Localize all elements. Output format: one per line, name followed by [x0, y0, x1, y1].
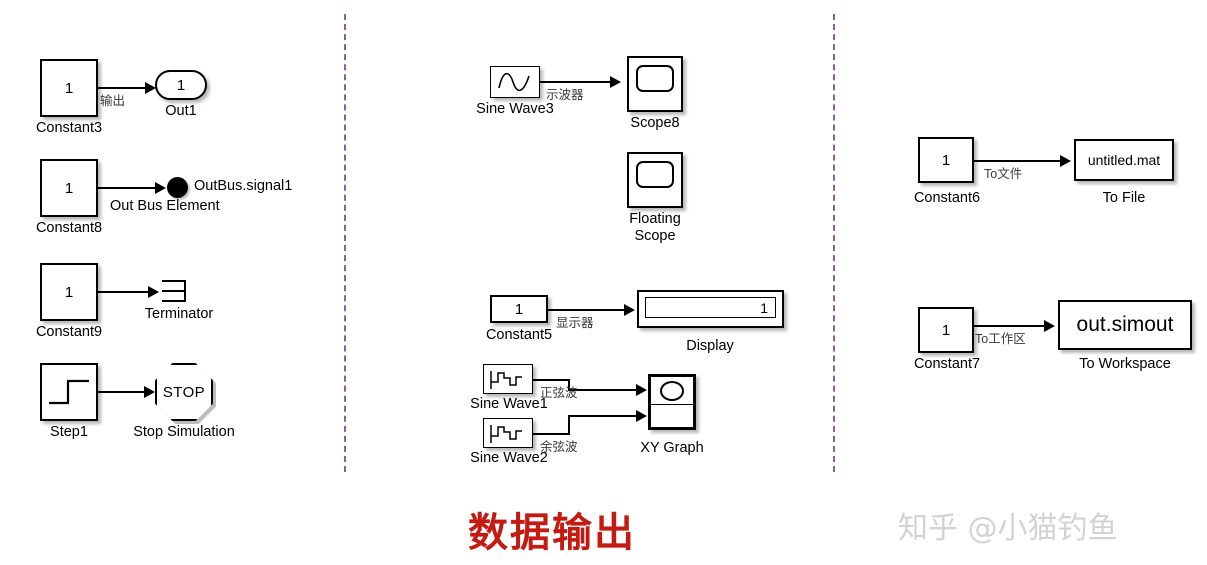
signal-label-sine: 正弦波: [540, 386, 578, 400]
block-to-workspace[interactable]: out.simout: [1058, 300, 1192, 350]
block-sine-wave2-caption: Sine Wave2: [470, 450, 548, 466]
signal-label-to-file: To文件: [984, 167, 1023, 181]
stop-label: STOP: [162, 383, 206, 401]
block-floating-scope[interactable]: [627, 152, 683, 208]
wire-constant9-to-terminator: [98, 291, 150, 293]
terminator-icon-middle: [162, 290, 186, 292]
signal-label-output: 输出: [100, 94, 126, 108]
block-stop-simulation-caption: Stop Simulation: [133, 424, 235, 440]
arrow-constant6-to-tofile: [1060, 155, 1071, 167]
constant9-value: 1: [64, 283, 74, 301]
arrow-sinewave1-to-xygraph: [636, 384, 647, 396]
watermark: 知乎 @小猫钓鱼: [898, 511, 1118, 546]
block-constant3[interactable]: 1: [40, 59, 98, 117]
block-step1-caption: Step1: [50, 424, 88, 440]
block-to-file[interactable]: untitled.mat: [1074, 139, 1174, 181]
constant7-value: 1: [941, 321, 951, 339]
block-constant5[interactable]: 1: [490, 295, 548, 323]
wire-sinewave1-seg3: [568, 389, 638, 391]
block-constant3-caption: Constant3: [35, 120, 103, 136]
arrow-step1-to-stop: [144, 386, 155, 398]
constant5-value: 1: [514, 300, 524, 318]
block-display[interactable]: 1: [637, 290, 784, 328]
constant3-value: 1: [64, 79, 74, 97]
terminator-icon[interactable]: [162, 280, 186, 302]
wire-sinewave2-seg2: [568, 415, 570, 434]
block-constant8[interactable]: 1: [40, 159, 98, 217]
xy-graph-icon: [651, 377, 693, 405]
out1-value: 1: [176, 76, 186, 94]
signal-label-to-workspace: To工作区: [975, 332, 1026, 346]
to-file-value: untitled.mat: [1087, 152, 1161, 168]
column-divider-left: [344, 14, 346, 472]
block-sine-wave3[interactable]: [490, 66, 540, 98]
block-xy-graph-caption: XY Graph: [640, 440, 704, 456]
wire-sinewave2-seg1: [533, 433, 570, 435]
block-to-file-caption: To File: [1102, 190, 1146, 206]
block-sine-wave3-caption: Sine Wave3: [476, 101, 554, 117]
discrete-sine-icon: [490, 371, 522, 389]
block-constant9[interactable]: 1: [40, 263, 98, 321]
wire-constant6-to-tofile: [974, 160, 1062, 162]
page-title: 数据输出: [468, 509, 636, 556]
filled-circle-icon[interactable]: [167, 177, 188, 198]
block-sine-wave1[interactable]: [483, 364, 533, 394]
block-constant7[interactable]: 1: [918, 307, 974, 353]
block-terminator-caption: Terminator: [144, 306, 214, 322]
block-constant9-caption: Constant9: [35, 324, 103, 340]
constant6-value: 1: [941, 151, 951, 169]
block-xy-graph[interactable]: [648, 374, 696, 430]
block-constant5-caption: Constant5: [485, 327, 553, 343]
block-constant6[interactable]: 1: [918, 137, 974, 183]
signal-label-cosine: 余弦波: [540, 440, 578, 454]
arrow-sinewave3-to-scope8: [610, 76, 621, 88]
block-constant7-caption: Constant7: [913, 356, 981, 372]
block-step1[interactable]: [40, 363, 98, 421]
block-floating-scope-caption: Floating Scope: [629, 211, 681, 244]
signal-label-display: 显示器: [556, 316, 594, 330]
block-sine-wave1-caption: Sine Wave1: [470, 396, 548, 412]
wire-sinewave1-seg2: [568, 379, 570, 390]
wire-step1-to-stop: [98, 391, 146, 393]
arrow-constant5-to-display: [624, 304, 635, 316]
column-divider-right: [833, 14, 835, 472]
discrete-cosine-icon: [490, 425, 522, 443]
block-scope8-caption: Scope8: [630, 115, 680, 131]
block-out1-caption: Out1: [165, 103, 197, 119]
arrow-constant3-to-out1: [145, 82, 156, 94]
wire-constant8-to-busElement: [98, 187, 157, 189]
arrow-constant9-to-terminator: [148, 286, 159, 298]
arrow-sinewave2-to-xygraph: [636, 410, 647, 422]
terminator-icon-top: [162, 280, 186, 282]
wire-constant5-to-display: [548, 309, 626, 311]
block-scope8[interactable]: [627, 56, 683, 112]
block-out1[interactable]: 1: [155, 70, 207, 100]
block-out-bus-element-caption: Out Bus Element: [110, 198, 220, 214]
wire-sinewave2-seg3: [568, 415, 638, 417]
octagon-stop-icon[interactable]: STOP: [155, 363, 213, 421]
terminator-icon-bottom: [162, 300, 186, 302]
wire-sinewave3-to-scope8: [540, 81, 612, 83]
scope-icon: [636, 65, 674, 92]
wire-constant7-to-toworkspace: [974, 325, 1046, 327]
block-sine-wave2[interactable]: [483, 418, 533, 448]
signal-label-scope: 示波器: [546, 88, 584, 102]
display-icon: 1: [645, 297, 776, 318]
wire-sinewave1-seg1: [533, 379, 570, 381]
xy-graph-oval: [660, 381, 684, 401]
display-value: 1: [760, 299, 768, 316]
to-workspace-value: out.simout: [1076, 313, 1174, 336]
wire-constant3-to-out1: [98, 87, 147, 89]
sine-wave-icon: [498, 72, 530, 92]
block-to-workspace-caption: To Workspace: [1079, 356, 1171, 372]
block-constant6-caption: Constant6: [913, 190, 981, 206]
block-display-caption: Display: [686, 338, 734, 354]
constant8-value: 1: [64, 179, 74, 197]
arrow-constant7-to-toworkspace: [1044, 320, 1055, 332]
floating-scope-icon: [636, 161, 674, 188]
arrow-constant8-to-busElement: [155, 182, 166, 194]
block-constant8-caption: Constant8: [35, 220, 103, 236]
out-bus-element-signal-name: OutBus.signal1: [194, 178, 293, 194]
step-waveform-icon: [49, 379, 89, 405]
